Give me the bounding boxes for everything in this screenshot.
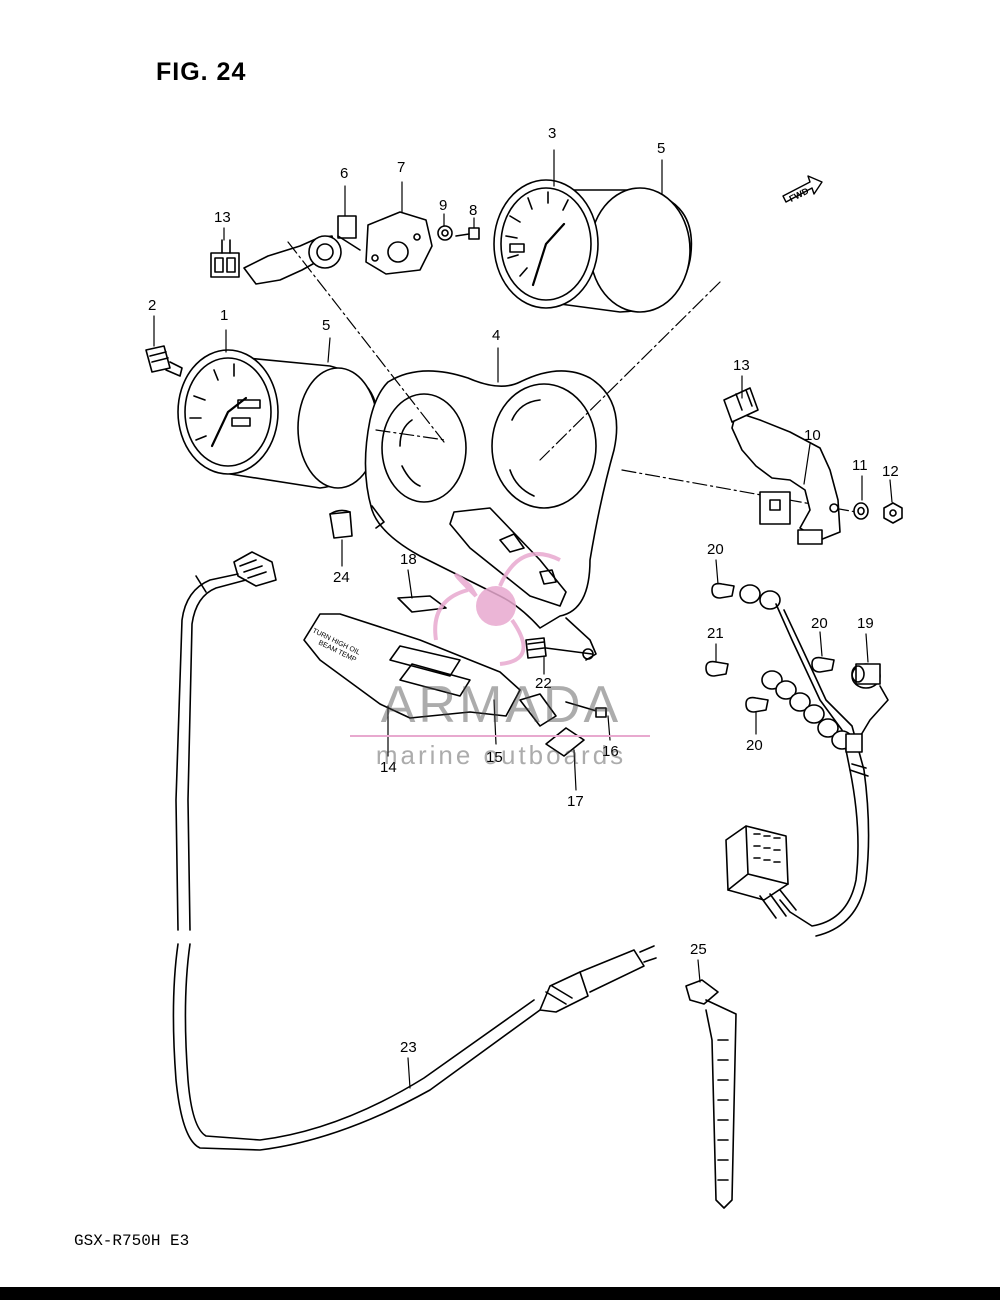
callout-23: 23 — [400, 1039, 417, 1056]
callout-20-mid: 20 — [811, 615, 828, 632]
callout-10: 10 — [804, 427, 821, 444]
watermark-tagline: marine outboards — [375, 740, 627, 770]
callout-9: 9 — [439, 197, 447, 214]
callout-leaders — [153, 149, 893, 1089]
callout-16: 16 — [602, 743, 619, 760]
callout-6: 6 — [340, 165, 348, 182]
callout-25: 25 — [690, 941, 707, 958]
callout-13-right: 13 — [733, 357, 750, 374]
screw-8 — [455, 227, 480, 240]
bulb-holder-18 — [397, 595, 447, 613]
watermark-divider — [350, 735, 650, 737]
multi-pin-connector — [725, 825, 797, 919]
bulb-20a — [711, 582, 735, 599]
lens-15 — [519, 693, 557, 727]
bottom-border — [0, 1287, 1000, 1300]
plate-7 — [365, 211, 433, 275]
bulb-socket-6 — [308, 215, 361, 269]
housing-4 — [364, 370, 618, 661]
indicator-panel-14: TURN HIGH OIL BEAM TEMP — [303, 613, 521, 719]
callout-14: 14 — [380, 759, 397, 776]
callout-19: 19 — [857, 615, 874, 632]
watermark-propeller-icon — [433, 551, 561, 666]
bulb-20b — [811, 656, 835, 673]
callout-17: 17 — [567, 793, 584, 810]
tachometer-3 — [493, 179, 693, 313]
connector-13-right — [723, 387, 759, 423]
callout-11: 11 — [852, 457, 868, 474]
connector-13-top — [210, 239, 240, 278]
callout-8: 8 — [469, 202, 477, 219]
callout-20-top: 20 — [707, 541, 724, 558]
callout-21: 21 — [707, 625, 724, 642]
screw-16 — [565, 701, 607, 718]
nut-9 — [437, 225, 453, 241]
speedometer-1 — [177, 349, 379, 489]
figure-title: FIG. 24 — [156, 58, 247, 86]
callout-5-top: 5 — [657, 140, 665, 157]
bracket-10 — [731, 411, 841, 545]
fwd-arrow-icon: FWD — [782, 175, 823, 204]
callout-15: 15 — [486, 749, 503, 766]
nut-12 — [883, 502, 903, 524]
sleeve-24 — [329, 509, 353, 539]
callout-18: 18 — [400, 551, 417, 568]
washer-11 — [853, 502, 869, 520]
socket-19 — [851, 663, 881, 689]
callout-3: 3 — [548, 125, 556, 142]
callout-12: 12 — [882, 463, 899, 480]
cap-2 — [145, 345, 183, 377]
callout-2: 2 — [148, 297, 156, 314]
callout-22: 22 — [535, 675, 552, 692]
speedometer-cable-23 — [172, 551, 657, 1151]
model-code: GSX-R750H E3 — [74, 1232, 190, 1250]
callout-7: 7 — [397, 159, 405, 176]
callout-20-bottom: 20 — [746, 737, 763, 754]
bolt-22 — [525, 637, 594, 660]
callout-1: 1 — [220, 307, 228, 324]
wiring-harness — [739, 584, 889, 937]
bulb-21 — [705, 660, 729, 677]
callout-24: 24 — [333, 569, 350, 586]
callout-5-left: 5 — [322, 317, 330, 334]
callout-4: 4 — [492, 327, 500, 344]
bulb-20c — [745, 696, 769, 713]
callout-13-top: 13 — [214, 209, 231, 226]
watermark-brand: ARMADA — [380, 676, 622, 734]
callout-numbers: 1 2 3 4 5 5 6 7 8 9 10 11 12 13 13 14 15… — [148, 125, 899, 1056]
cable-tie-25 — [685, 979, 737, 1209]
